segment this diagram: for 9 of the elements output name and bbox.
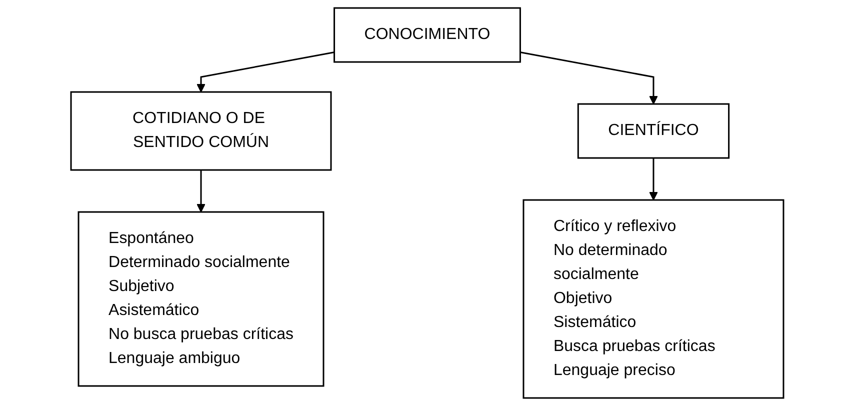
arrow bbox=[196, 170, 206, 212]
node-box: COTIDIANO O DE SENTIDO COMÚN bbox=[70, 91, 332, 171]
arrow bbox=[520, 52, 658, 104]
arrow bbox=[196, 52, 335, 92]
node-box: CIENTÍFICO bbox=[578, 103, 730, 159]
node-box: Crítico y reflexivo No determinado socialmente Objetivo Sistemático Busca pruebas críticas Lenguaje preciso bbox=[522, 199, 784, 399]
arrow bbox=[649, 158, 658, 200]
node-box: CONOCIMIENTO bbox=[334, 7, 522, 63]
node-box: Espontáneo Determinado socialmente Subjetivo Asistemático No busca pruebas críticas Lenguaje ambiguo bbox=[78, 211, 324, 387]
